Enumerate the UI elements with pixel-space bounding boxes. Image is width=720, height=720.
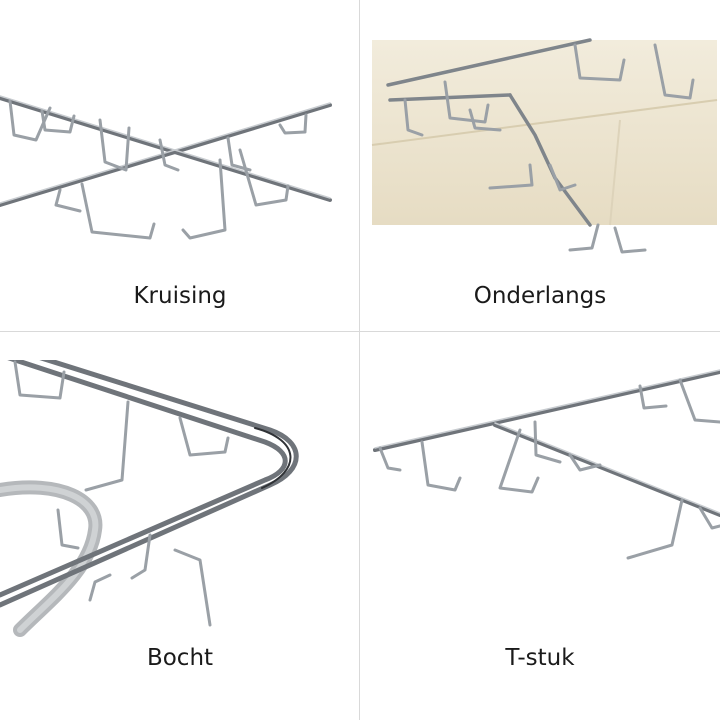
panel-bocht: Bocht [0,360,360,720]
caption-t-stuk: T-stuk [505,645,575,671]
caption-onderlangs: Onderlangs [473,283,607,309]
panel-t-stuk: T-stuk [360,360,720,720]
t-stuk-illustration [373,369,720,560]
caption-kruising: Kruising [133,283,227,309]
panel-kruising: Kruising [0,0,360,360]
kruising-illustration [0,95,332,240]
caption-bocht: Bocht [146,645,214,671]
panel-onderlangs: Onderlangs [360,0,720,360]
onderlangs-illustration [371,38,718,254]
horizontal-divider [0,331,720,332]
vertical-divider [359,0,360,720]
bocht-illustration [0,360,299,637]
